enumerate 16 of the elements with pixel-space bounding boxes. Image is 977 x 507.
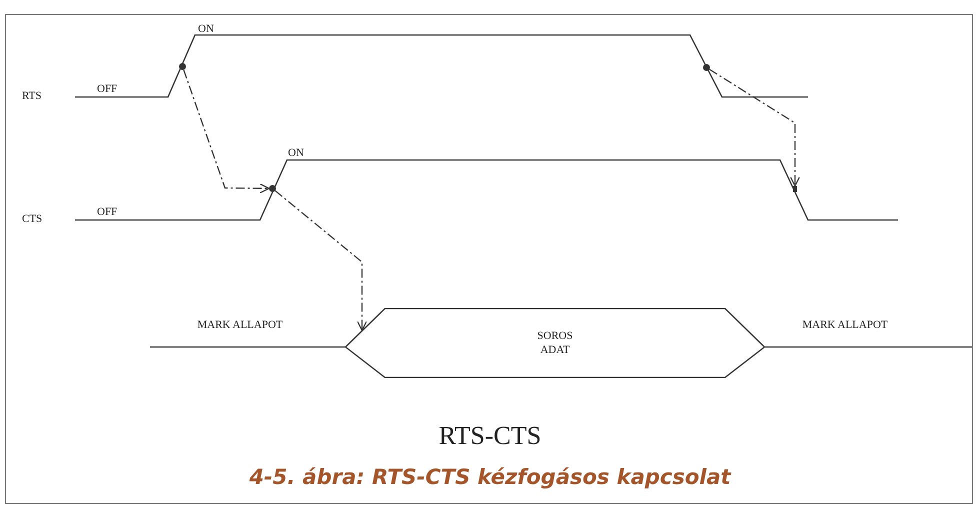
signal-label: MARK ALLAPOT bbox=[196, 318, 284, 332]
data-hexagon bbox=[345, 308, 765, 378]
diagram-title: RTS-CTS bbox=[438, 420, 542, 452]
signal-label: OFF bbox=[97, 82, 118, 96]
signal-label: CTS bbox=[22, 212, 42, 226]
signal-label: ON bbox=[198, 22, 214, 36]
signal-label: ON bbox=[288, 146, 304, 160]
signal-label: RTS bbox=[22, 89, 42, 103]
figure-caption: 4-5. ábra: RTS-CTS kézfogásos kapcsolat bbox=[248, 464, 732, 491]
dashed-arrow bbox=[183, 70, 270, 194]
dashed-arrow bbox=[709, 68, 800, 187]
signal-label: MARK ALLAPOT bbox=[801, 318, 889, 332]
tick-mark bbox=[793, 186, 797, 192]
signal-label: OFF bbox=[97, 205, 118, 219]
data-label: SOROS ADAT bbox=[536, 329, 574, 357]
dashed-arrow bbox=[274, 190, 368, 331]
